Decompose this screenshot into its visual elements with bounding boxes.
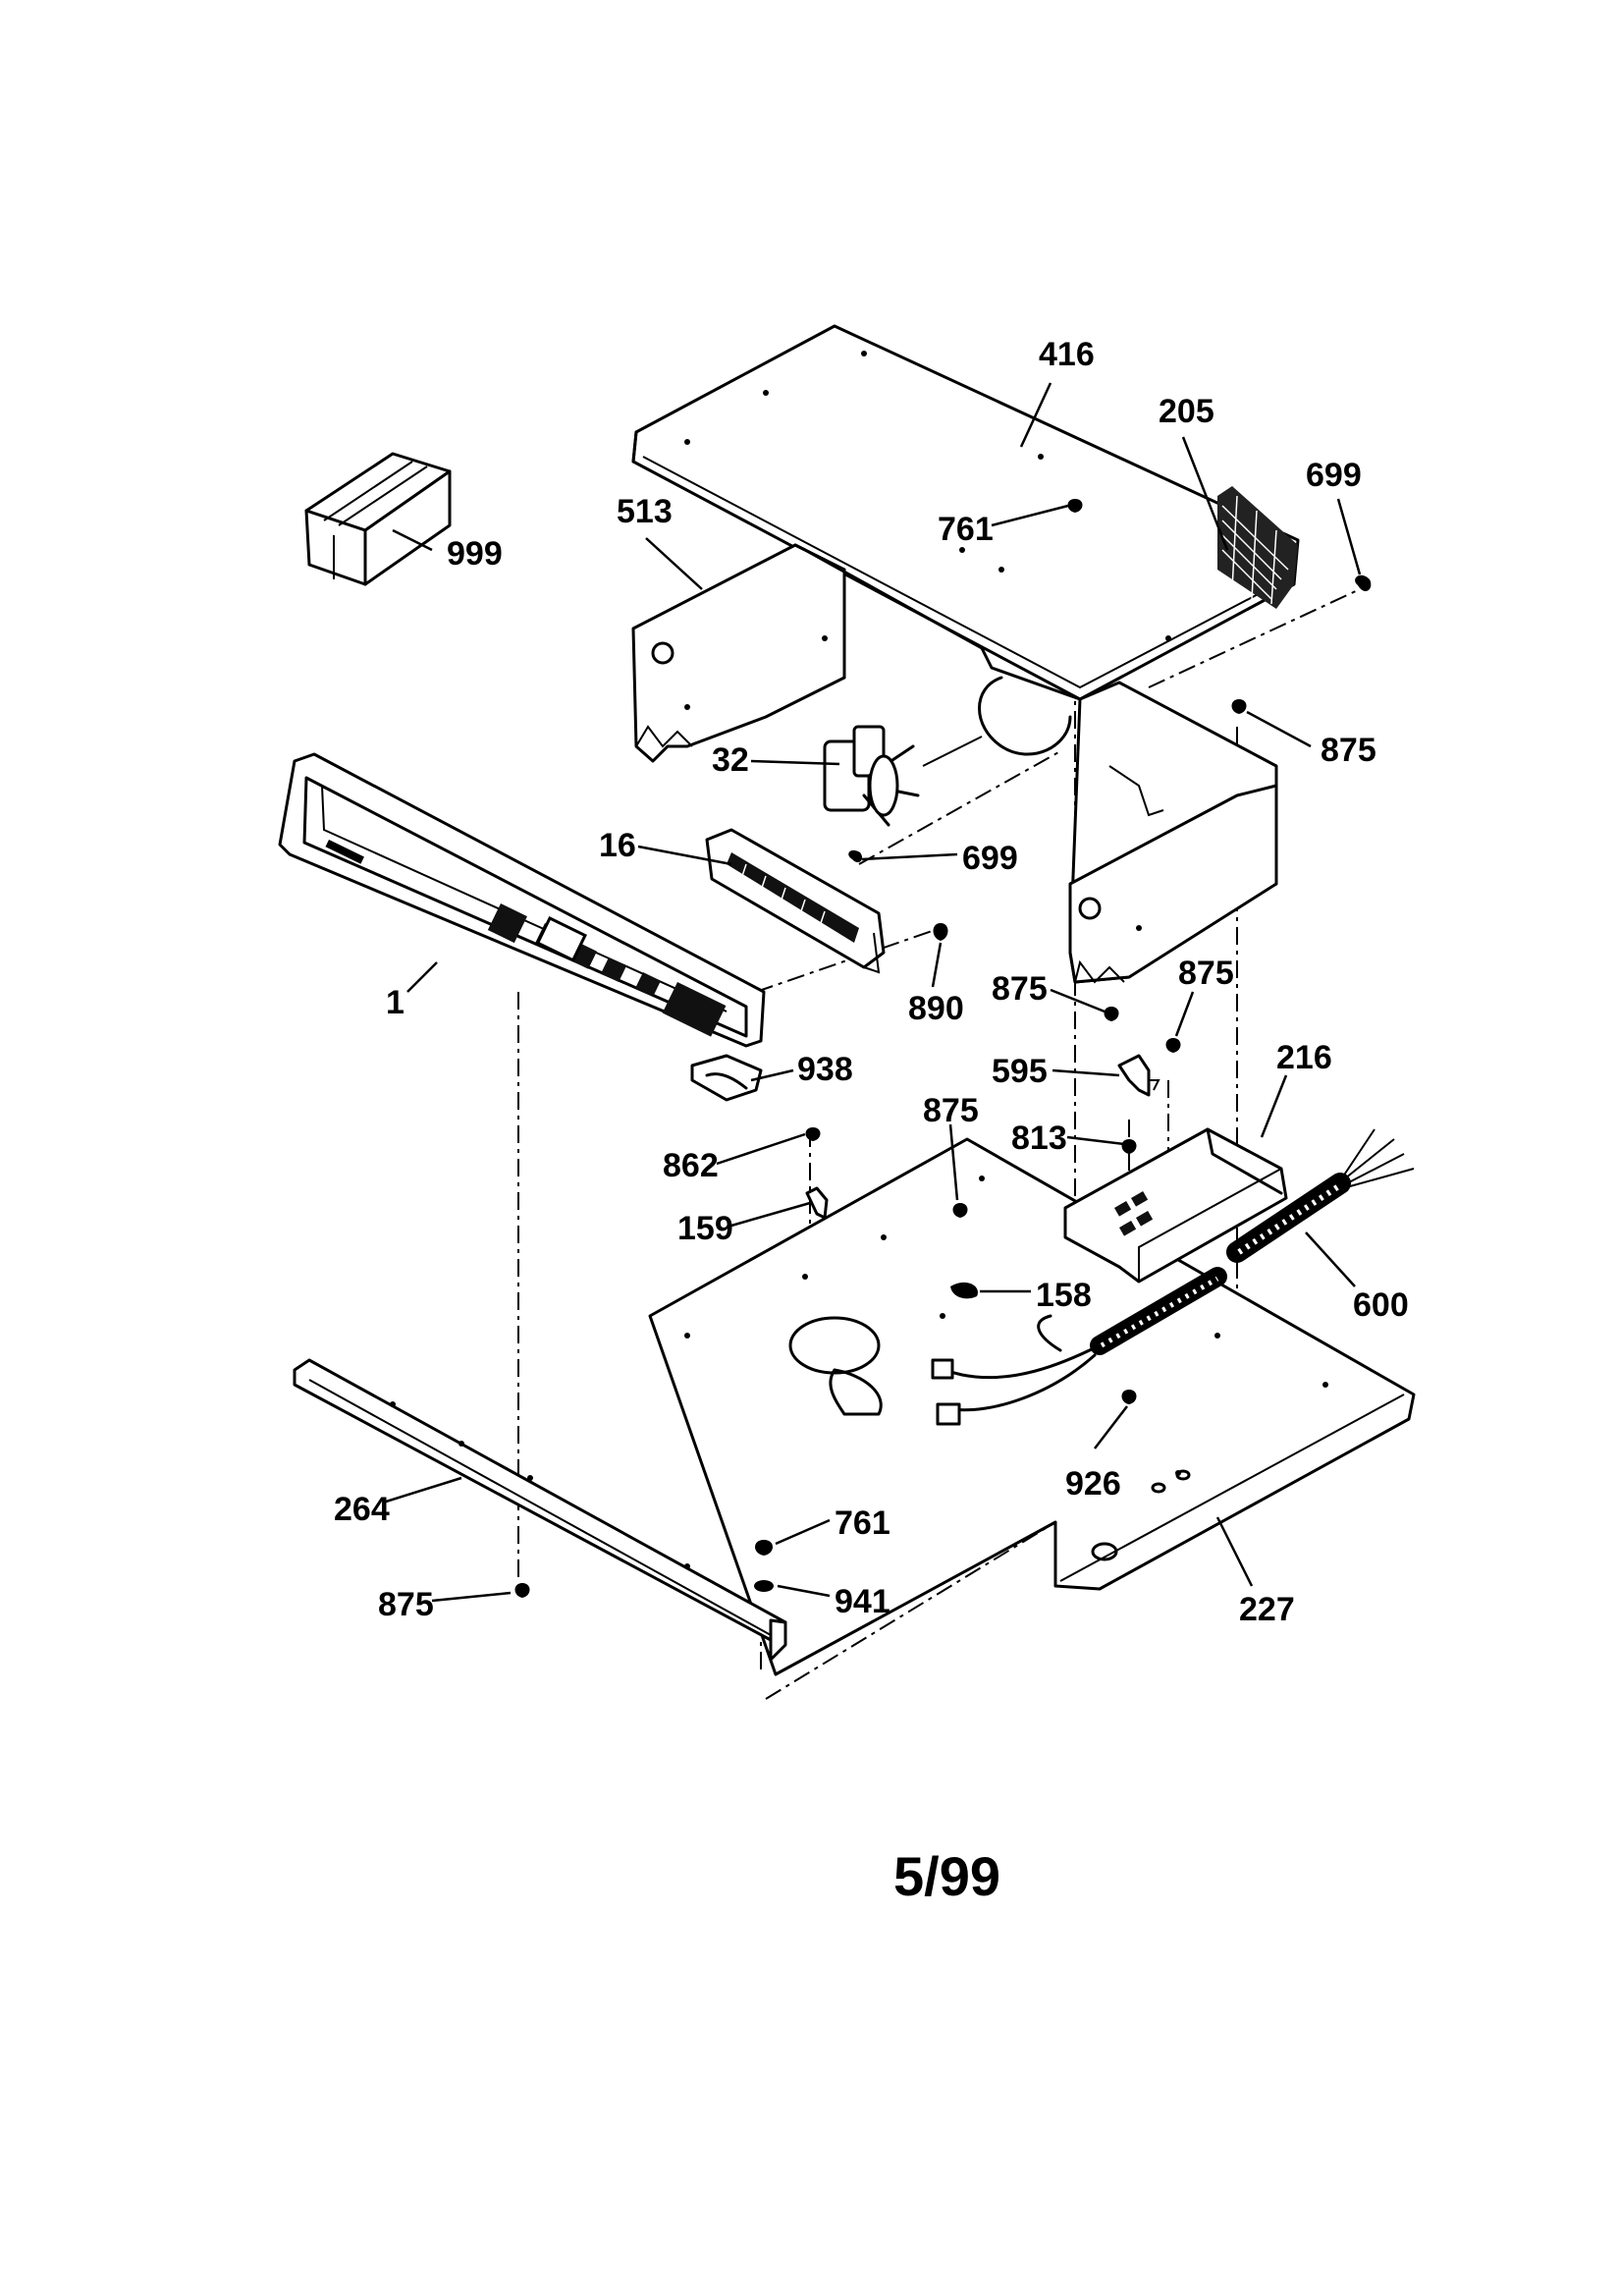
label-941: 941 — [835, 1583, 890, 1620]
label-227: 227 — [1239, 1591, 1295, 1628]
part-16-control-board — [705, 828, 886, 974]
label-875: 875 — [923, 1092, 979, 1129]
label-595: 595 — [992, 1053, 1048, 1090]
page-code: 5/99 — [893, 1845, 1000, 1907]
label-875: 875 — [378, 1586, 434, 1623]
label-216: 216 — [1276, 1039, 1332, 1076]
label-875: 875 — [1321, 732, 1376, 769]
label-938: 938 — [797, 1051, 853, 1088]
label-1: 1 — [386, 984, 404, 1021]
part-216-junction-box — [1063, 1127, 1288, 1284]
part-205-vent-grille — [1217, 486, 1298, 609]
label-16: 16 — [599, 827, 636, 864]
label-875: 875 — [1178, 955, 1234, 992]
part-32-fan-motor — [823, 725, 983, 827]
label-813: 813 — [1011, 1120, 1067, 1157]
label-926: 926 — [1065, 1465, 1121, 1503]
label-875: 875 — [992, 970, 1048, 1008]
part-1-control-panel — [278, 752, 766, 1048]
label-890: 890 — [908, 990, 964, 1027]
leader-lines — [382, 382, 1362, 1603]
label-699: 699 — [1306, 457, 1362, 494]
label-699: 699 — [962, 840, 1018, 877]
label-999: 999 — [447, 535, 503, 573]
label-264: 264 — [334, 1491, 390, 1528]
label-32: 32 — [712, 741, 749, 779]
part-513-rear-panel — [631, 543, 1082, 763]
part-labels: 416 205 699 513 761 999 875 32 16 699 89… — [334, 336, 1409, 1628]
hardware-screws — [514, 499, 1372, 1598]
label-513: 513 — [617, 493, 673, 530]
part-938-bracket — [690, 1054, 763, 1102]
part-999-box — [304, 452, 452, 586]
label-205: 205 — [1159, 393, 1214, 430]
label-862: 862 — [663, 1147, 719, 1184]
label-600: 600 — [1353, 1286, 1409, 1324]
label-159: 159 — [677, 1210, 733, 1247]
part-264-front-rail — [293, 1358, 787, 1662]
label-761: 761 — [938, 511, 994, 548]
part-side-wall-right — [1068, 681, 1278, 984]
part-600-conduit — [931, 1128, 1415, 1426]
label-761: 761 — [835, 1504, 890, 1542]
label-416: 416 — [1039, 336, 1095, 373]
label-158: 158 — [1036, 1277, 1092, 1314]
